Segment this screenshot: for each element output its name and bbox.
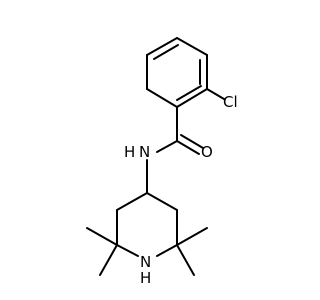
benzene-ring <box>146 37 208 108</box>
bond <box>146 37 178 56</box>
methyl-bond <box>176 227 208 246</box>
chlorine-label: Cl <box>223 93 238 111</box>
bond-to-chlorine <box>206 88 225 100</box>
molecule-drawing: Cl O H N N H <box>86 37 238 287</box>
bond <box>176 88 208 108</box>
bond <box>156 244 178 257</box>
piperidine-ring <box>116 192 178 257</box>
methyl-bond <box>176 244 195 276</box>
bond <box>116 244 139 257</box>
bond <box>176 37 208 56</box>
oxygen-label: O <box>201 143 213 161</box>
amide-hydrogen-label: H <box>124 143 135 161</box>
carbonyl-double-bond <box>180 134 204 149</box>
bond <box>146 88 178 108</box>
methyl-bond <box>86 227 118 246</box>
methyl-bond <box>99 244 118 276</box>
double-bond-inner <box>176 85 202 101</box>
structure-canvas: Cl O H N N H <box>86 37 238 287</box>
double-bond-inner <box>153 44 179 60</box>
ring-nitrogen-label: N <box>140 253 151 271</box>
methyl-groups <box>86 227 208 276</box>
amide-nitrogen-label: N <box>139 143 150 161</box>
ring-hydrogen-label: H <box>140 269 151 287</box>
bond <box>116 192 148 211</box>
bond <box>146 192 178 211</box>
bond-carbonyl-to-nitrogen <box>156 140 178 153</box>
carbonyl-double-bond <box>176 140 200 155</box>
